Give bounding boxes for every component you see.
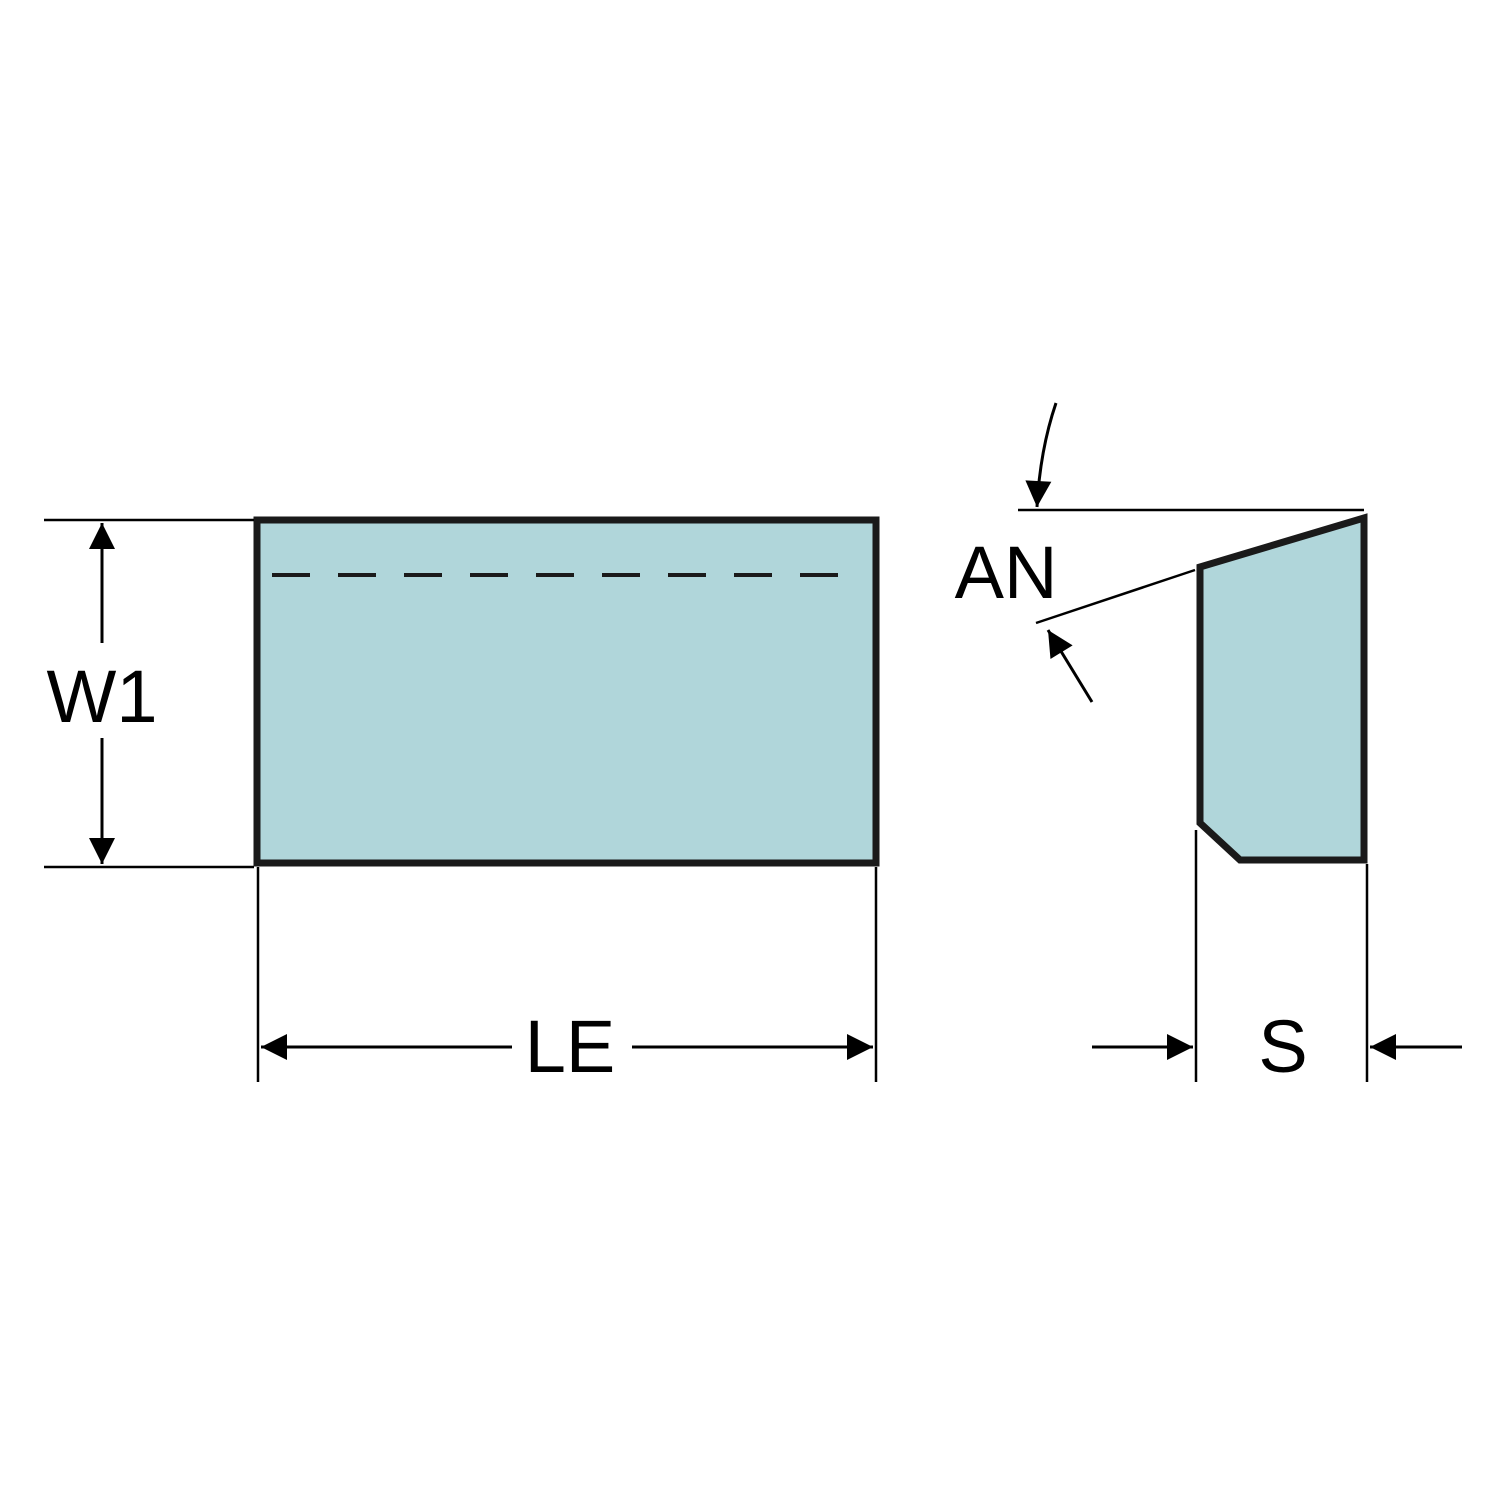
an-arrow-top [1025, 402, 1058, 508]
insert-side-view [1196, 513, 1368, 864]
le-label: LE [525, 1005, 616, 1088]
an-label: AN [955, 531, 1058, 614]
w1-label: W1 [47, 655, 158, 738]
an-arrow-bottom [1046, 629, 1094, 703]
an-reference-line-inclined [1035, 568, 1196, 625]
s-label: S [1258, 1005, 1307, 1088]
insert-front-view [253, 516, 880, 867]
